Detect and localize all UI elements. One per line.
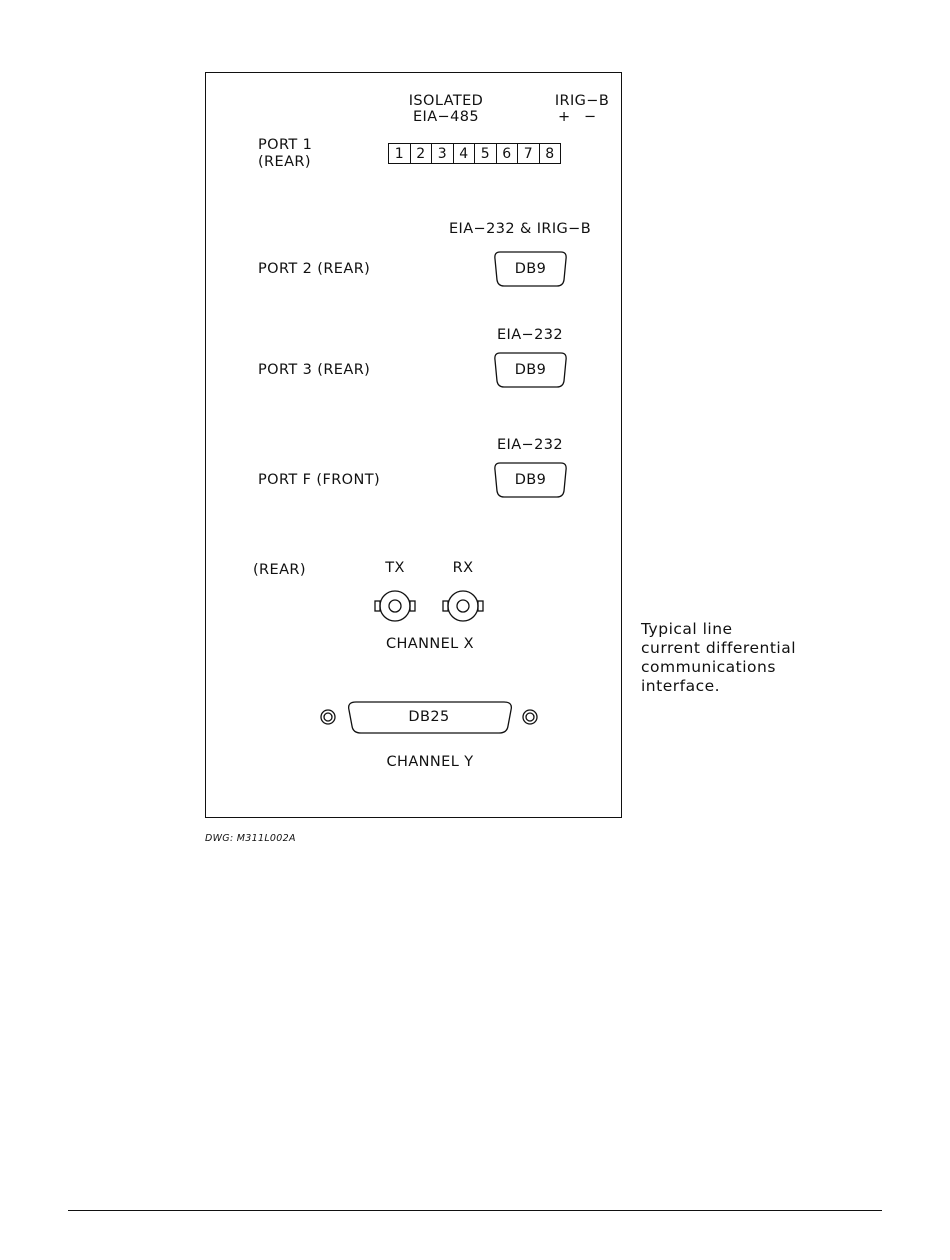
db25-connector <box>349 702 512 733</box>
port3-db9-connector <box>495 353 566 387</box>
db25-right-screw-icon <box>523 710 537 724</box>
caption-line-4: interface. <box>641 677 796 696</box>
db25-left-screw-icon <box>321 710 335 724</box>
portf-db9-connector <box>495 463 566 497</box>
caption-line-2: current differential <box>641 639 796 658</box>
caption-line-1: Typical line <box>641 620 796 639</box>
figure-caption: Typical line current differential commun… <box>641 620 796 696</box>
caption-line-3: communications <box>641 658 796 677</box>
tx-bnc-connector <box>375 591 415 621</box>
drawing-id: DWG: M311L002A <box>205 833 296 844</box>
port2-db9-connector <box>495 252 566 286</box>
rx-bnc-connector <box>443 591 483 621</box>
footer-rule <box>68 1210 882 1211</box>
